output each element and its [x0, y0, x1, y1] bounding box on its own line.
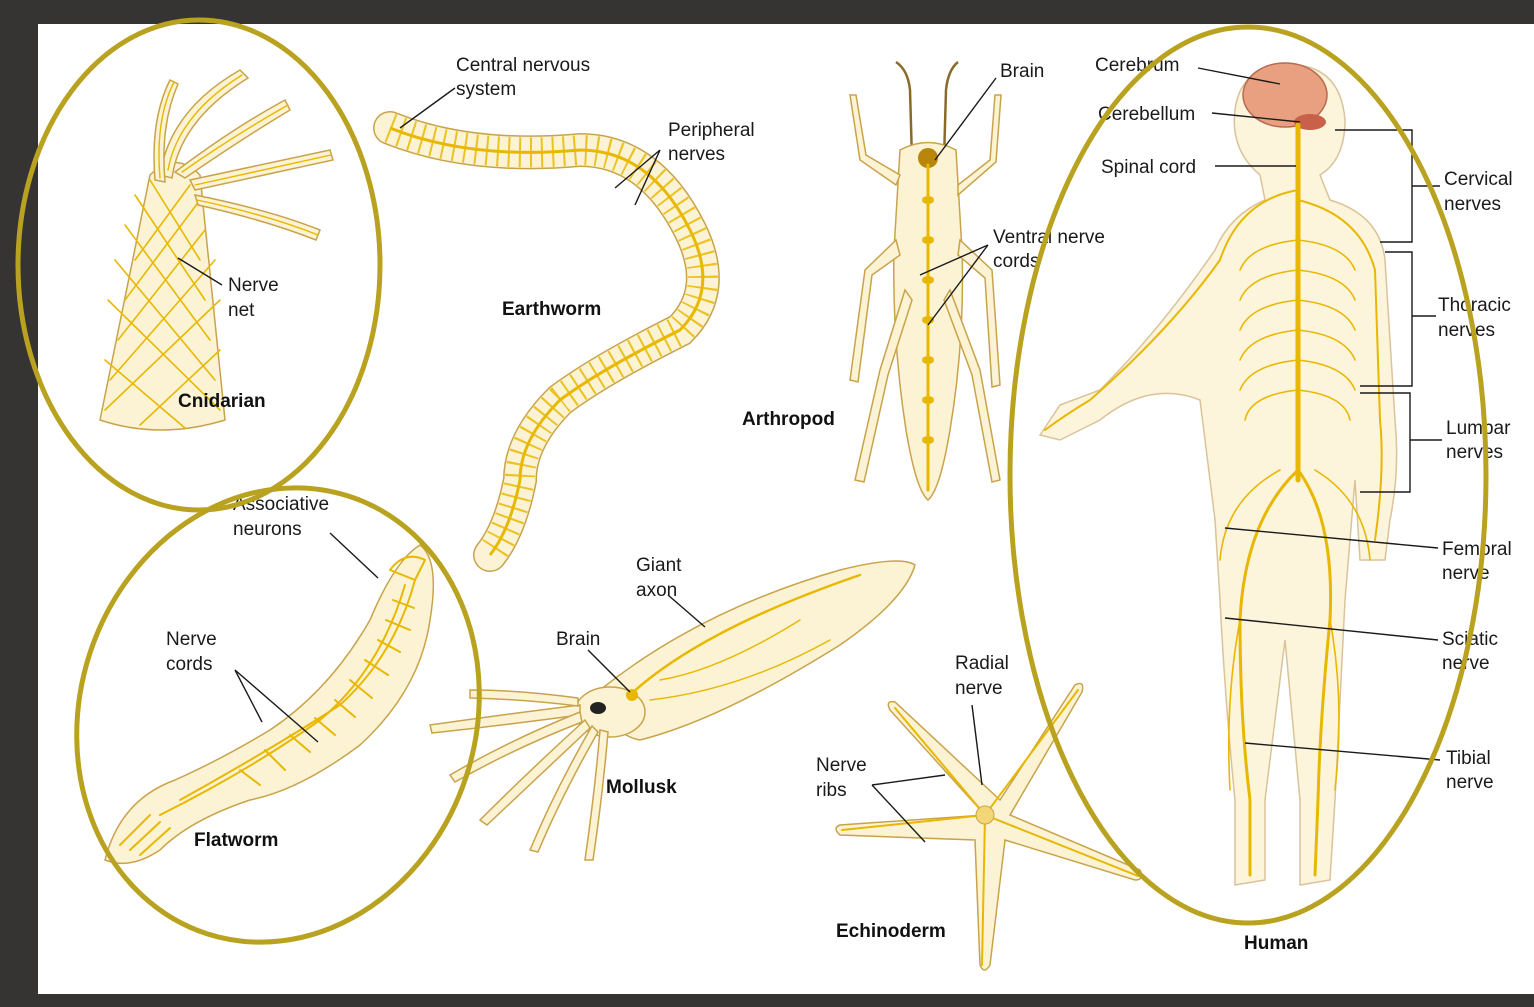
echinoderm-name: Echinoderm — [836, 921, 946, 942]
ventral-label-2: cords — [993, 251, 1039, 272]
associative-label-2: neurons — [233, 519, 302, 540]
nerve-net-label-1: Nerve — [228, 275, 279, 296]
nerve-cords-label-2: cords — [166, 654, 212, 675]
flatworm-name: Flatworm — [194, 830, 278, 851]
ribs-label-2: ribs — [816, 780, 847, 801]
mollusk-name: Mollusk — [606, 777, 677, 798]
thoracic-label-1: Thoracic — [1438, 295, 1511, 316]
femoral-label-1: Femoral — [1442, 539, 1512, 560]
arthropod-name: Arthropod — [742, 409, 835, 430]
associative-label-1: Associative — [233, 494, 329, 515]
human-name: Human — [1244, 933, 1308, 954]
lumbar-label-1: Lumbar — [1446, 418, 1511, 439]
giant-axon-label-1: Giant — [636, 555, 682, 576]
cns-label-2: system — [456, 79, 516, 100]
cervical-label-2: nerves — [1444, 194, 1501, 215]
nerve-net-label-2: net — [228, 300, 255, 321]
tibial-label-1: Tibial — [1446, 748, 1491, 769]
cnidarian-name: Cnidarian — [178, 391, 266, 412]
nerve-cords-label-1: Nerve — [166, 629, 217, 650]
cns-label-1: Central nervous — [456, 55, 590, 76]
radial-label-1: Radial — [955, 653, 1009, 674]
radial-label-2: nerve — [955, 678, 1003, 699]
mollusk-brain-label: Brain — [556, 629, 600, 650]
spinal-cord-label: Spinal cord — [1101, 157, 1196, 178]
thoracic-label-2: nerves — [1438, 320, 1495, 341]
tibial-label-2: nerve — [1446, 772, 1494, 793]
cervical-label-1: Cervical — [1444, 169, 1513, 190]
arthropod-brain-label: Brain — [1000, 61, 1044, 82]
ribs-label-1: Nerve — [816, 755, 867, 776]
peripheral-label-2: nerves — [668, 144, 725, 165]
peripheral-label-1: Peripheral — [668, 120, 755, 141]
lumbar-label-2: nerves — [1446, 442, 1503, 463]
earthworm-name: Earthworm — [502, 299, 601, 320]
cerebrum-label: Cerebrum — [1095, 55, 1179, 76]
giant-axon-label-2: axon — [636, 580, 677, 601]
